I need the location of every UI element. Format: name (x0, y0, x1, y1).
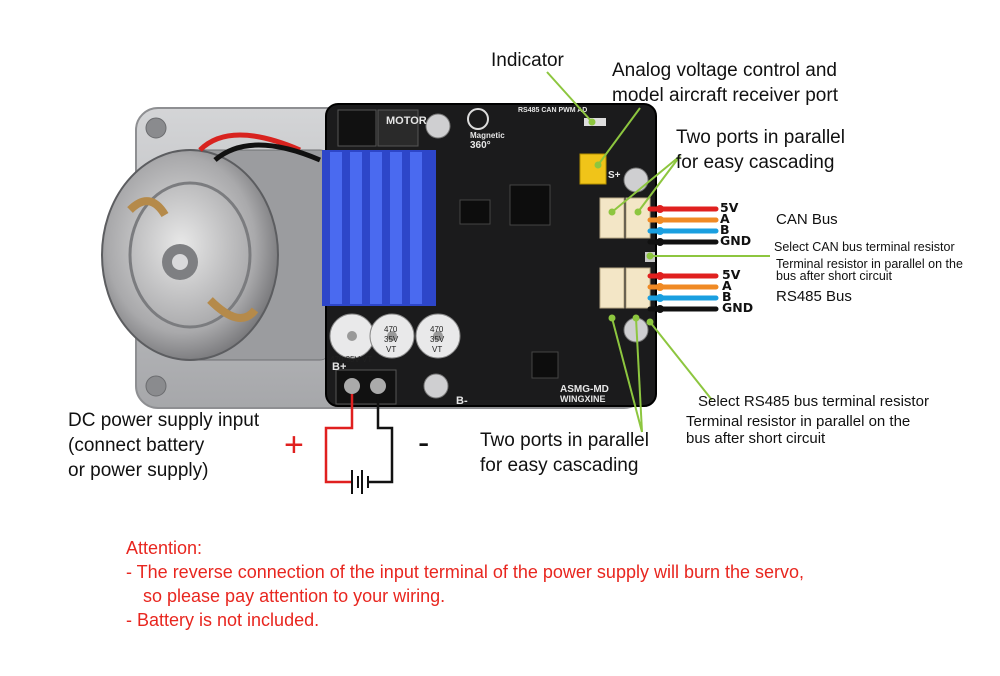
silk-magnetic: Magnetic (470, 131, 505, 140)
cap-label: 470 35V VT (330, 355, 372, 364)
silk-b-plus: B+ (332, 361, 346, 373)
can-resistor-note: bus after short circuit (776, 269, 893, 283)
can-pin-a: A (720, 211, 730, 226)
callout-dot (632, 314, 640, 322)
brand-logo (467, 108, 489, 130)
mounting-hole (145, 375, 167, 397)
callout-dot (588, 118, 596, 126)
silk-motor: MOTOR (386, 115, 427, 127)
rs485-resistor-label: Select RS485 bus terminal resistor (698, 393, 929, 410)
attention-line-2: so please pay attention to your wiring. (143, 586, 446, 606)
callout-dot (594, 161, 602, 169)
battery-symbol (351, 470, 369, 494)
cap-label: VT (432, 345, 442, 354)
plus-sign: + (284, 426, 304, 464)
rs485-wires (647, 272, 719, 313)
board-screw (425, 113, 451, 139)
can-bus-label: CAN Bus (776, 211, 838, 228)
callout-dot (608, 208, 616, 216)
rs485-pin-b: B (722, 289, 732, 304)
dc-input-label: (connect battery (68, 435, 205, 456)
rs485-connector-2 (625, 267, 651, 309)
battery-wiring (324, 394, 394, 484)
parallel-ports-top-label: Two ports in parallel (676, 127, 845, 148)
rs485-bus-label: RS485 Bus (776, 288, 852, 305)
minus-sign: - (418, 424, 430, 462)
board-screw (623, 167, 649, 193)
can-pin-gnd: GND (720, 233, 752, 248)
can-resistor-note: Terminal resistor in parallel on the (776, 257, 963, 271)
attention-line-3: - Battery is not included. (126, 610, 320, 630)
cap-label: VT (386, 345, 396, 354)
motor-connector (337, 109, 377, 147)
callout-dot (646, 318, 654, 326)
heatsink (322, 150, 436, 306)
dc-input-label: DC power supply input (68, 410, 260, 431)
can-resistor-label: Select CAN bus terminal resistor (774, 240, 955, 254)
silk-brand: WINGXINE (560, 394, 606, 404)
mounting-hole (145, 117, 167, 139)
callout-dot (646, 252, 654, 260)
parallel-ports-top-label: for easy cascading (676, 152, 835, 173)
rs485-pin-a: A (722, 278, 732, 293)
parallel-ports-bottom-label: Two ports in parallel (480, 430, 649, 451)
can-connector-2 (625, 197, 651, 239)
rs485-resistor-note: Terminal resistor in parallel on the (686, 413, 911, 430)
mcu-chip (509, 184, 551, 226)
analog-port-label: model aircraft receiver port (612, 85, 838, 106)
rs485-connector-1 (599, 267, 625, 309)
silk-b-minus: B- (456, 395, 468, 407)
callout-lines (546, 71, 770, 433)
driver-pcb (322, 103, 657, 407)
callout-dot (634, 208, 642, 216)
rs485-pin-gnd: GND (722, 300, 754, 315)
rs485-resistor-note: bus after short circuit (686, 430, 826, 447)
cap-label: 35V (430, 335, 445, 344)
capacitor (329, 313, 375, 359)
attention-title: Attention: (126, 538, 203, 558)
cap-label: 35V (384, 335, 399, 344)
board-screw (423, 373, 449, 399)
cap-label: 470 (430, 325, 444, 334)
can-pin-5v: 5V (720, 200, 739, 215)
silk-s-plus: S+ (608, 170, 621, 181)
silk-modes: RS485 CAN PWM AD (518, 107, 587, 114)
dc-input-label: or power supply) (68, 460, 209, 481)
can-pin-b: B (720, 222, 730, 237)
power-terminal (335, 369, 397, 405)
rs485-pin-5v: 5V (722, 267, 741, 282)
can-wires (647, 205, 719, 246)
capacitor (415, 313, 461, 359)
callout-dot (608, 314, 616, 322)
capacitor (369, 313, 415, 359)
silk-360: 360° (470, 140, 491, 151)
parallel-ports-bottom-label: for easy cascading (480, 455, 639, 476)
dc-motor (101, 132, 331, 361)
analog-port-label: Analog voltage control and (612, 60, 837, 81)
cap-label: 470 (384, 325, 398, 334)
silk-model: ASMG-MD (560, 384, 609, 395)
attention-line-1: - The reverse connection of the input te… (126, 562, 805, 582)
indicator-label: Indicator (491, 50, 564, 71)
